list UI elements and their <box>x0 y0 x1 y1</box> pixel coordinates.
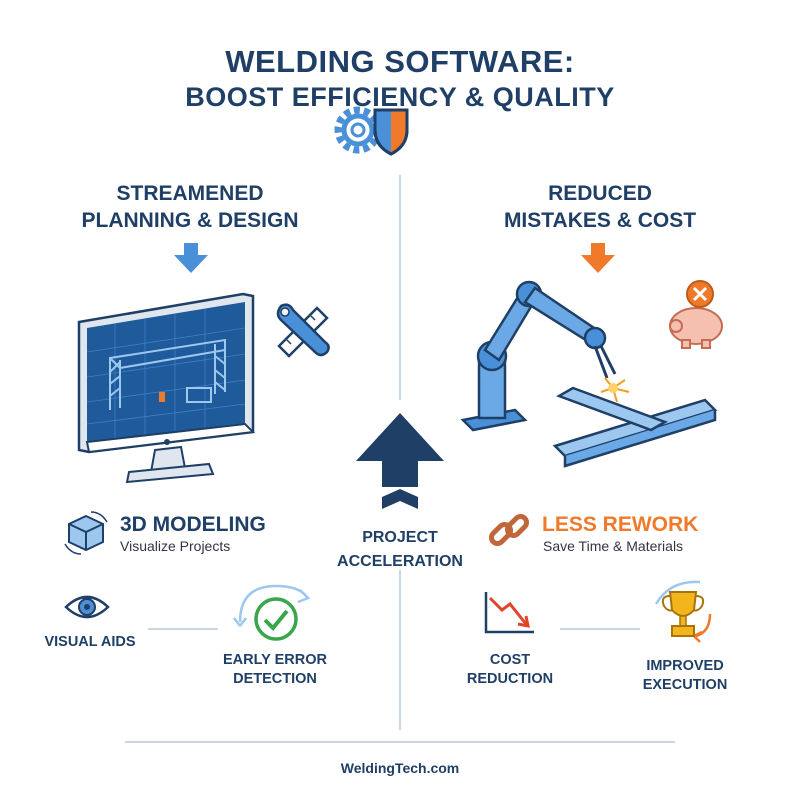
gear-shield-icon <box>334 106 409 156</box>
up-arrow-icon <box>356 413 444 509</box>
footer-text: WeldingTech.com <box>340 760 460 776</box>
right-feature-subtitle: Save Time & Materials <box>543 538 684 554</box>
project-acceleration-label: PROJECT ACCELERATION <box>320 526 480 574</box>
center-label-line-1: PROJECT <box>362 529 438 546</box>
footer-divider <box>125 741 675 743</box>
eye-icon <box>64 595 110 619</box>
center-divider <box>399 175 401 730</box>
left-heading-line-2: PLANNING & DESIGN <box>81 209 299 232</box>
left-heading-line-1: STREAMENED <box>116 182 264 205</box>
right-connector <box>560 580 712 643</box>
right-down-arrow-icon <box>581 243 615 273</box>
right-heading-line-1: REDUCED <box>548 182 652 205</box>
robot-arm-welding-illustration <box>460 280 718 468</box>
check-circle-icon <box>254 597 298 641</box>
title-line-2: BOOST EFFICIENCY & QUALITY <box>185 82 615 112</box>
monitor-3d-design-illustration <box>77 292 256 484</box>
early-error-line-2: DETECTION <box>233 671 317 687</box>
left-down-arrow-icon <box>174 243 208 273</box>
chart-down-icon <box>484 592 534 634</box>
left-heading: STREAMENED PLANNING & DESIGN <box>40 180 340 234</box>
wrench-ruler-icon <box>276 303 330 358</box>
cost-reduction-label: COST REDUCTION <box>466 652 554 687</box>
left-feature-subtitle: Visualize Projects <box>120 538 231 554</box>
improved-line-1: IMPROVED <box>646 658 724 674</box>
right-feature-title: LESS REWORK <box>542 513 699 536</box>
early-error-detection-label: EARLY ERROR DETECTION <box>205 651 345 689</box>
left-connector <box>148 584 311 630</box>
right-heading-line-2: MISTAKES & COST <box>503 209 697 232</box>
visual-aids-label: VISUAL AIDS <box>44 634 136 650</box>
early-error-line-1: EARLY ERROR <box>223 652 327 668</box>
title-line-1: WELDING SOFTWARE: <box>225 44 575 79</box>
trophy-icon <box>661 591 705 637</box>
piggy-bank-icon <box>669 280 723 349</box>
improved-line-2: EXECUTION <box>642 677 728 693</box>
center-label-line-2: ACCELERATION <box>337 553 463 570</box>
cube-icon <box>64 511 108 555</box>
left-feature-title: 3D MODELING <box>120 513 266 536</box>
improved-execution-label: IMPROVED EXECUTION <box>620 657 750 695</box>
right-heading: REDUCED MISTAKES & COST <box>450 180 750 234</box>
chain-link-icon <box>488 513 530 547</box>
